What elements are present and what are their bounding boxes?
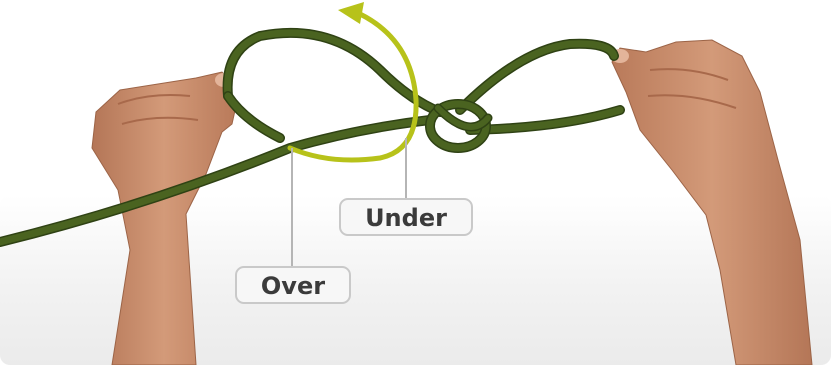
under-label: Under <box>339 198 473 236</box>
callout-leaders <box>291 138 407 266</box>
right-hand <box>611 39 813 365</box>
table-surface <box>0 195 831 365</box>
curved-arrow-icon <box>287 2 419 163</box>
over-label: Over <box>235 266 351 304</box>
rope <box>0 27 625 247</box>
